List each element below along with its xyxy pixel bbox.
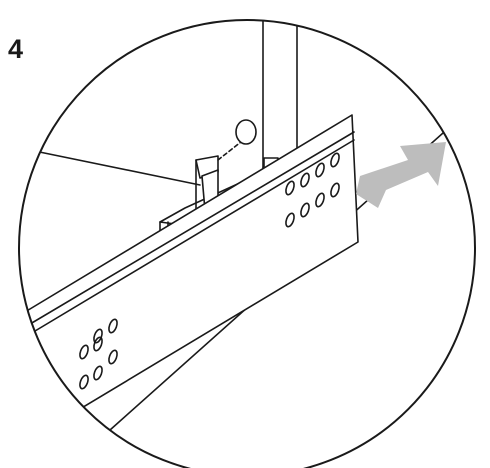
push-direction-arrow-icon: [356, 142, 446, 208]
detail-circle: [18, 19, 476, 468]
drawer-panel: [19, 114, 359, 446]
vertical-post: [262, 20, 298, 177]
panel-holes-right: [285, 152, 340, 228]
step-number: 4: [8, 34, 24, 64]
screw-icon: [235, 119, 257, 145]
panel-holes-left: [79, 318, 118, 390]
back-wall-line: [19, 147, 201, 186]
